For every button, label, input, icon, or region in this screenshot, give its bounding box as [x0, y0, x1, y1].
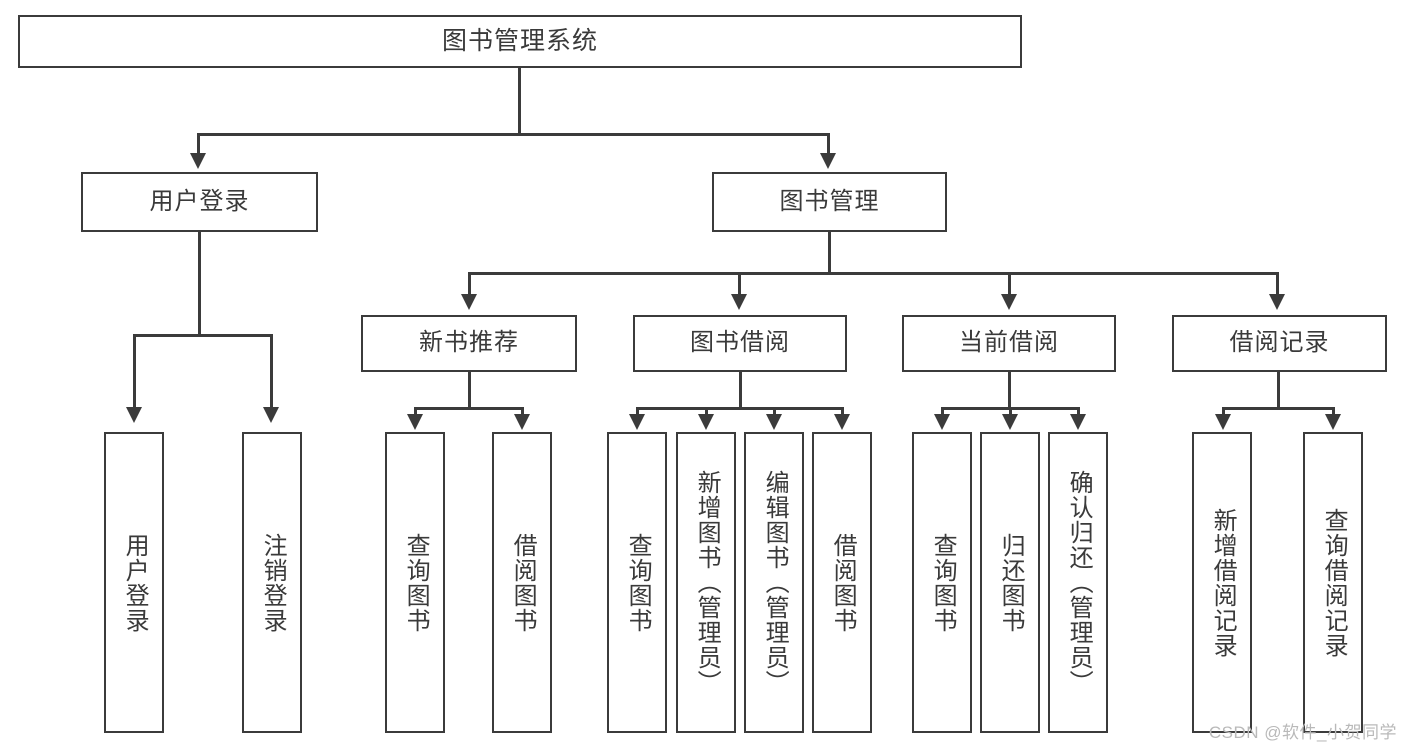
connector-borrow-record-drop-2 — [1332, 407, 1335, 419]
leaf-label: 借阅图书 — [829, 532, 857, 633]
leaf-label: 查询图书 — [929, 532, 957, 633]
arrowhead-leaf-user-login-1 — [126, 407, 142, 423]
node-root-system[interactable]: 图书管理系统 — [18, 15, 1022, 68]
leaf-user-login-2[interactable]: 注销登录 — [242, 432, 302, 733]
arrowhead-leaf-user-login-2 — [263, 407, 279, 423]
leaf-book-borrow-4[interactable]: 借阅图书 — [812, 432, 872, 733]
node-label: 图书借阅 — [690, 329, 790, 357]
leaf-book-borrow-2[interactable]: 新增图书（管理员） — [676, 432, 736, 733]
arrowhead-leaf-book-borrow-4 — [834, 414, 850, 430]
leaf-book-borrow-1[interactable]: 查询图书 — [607, 432, 667, 733]
node-label: 新书推荐 — [419, 329, 519, 357]
leaf-label: 注销登录 — [259, 532, 287, 633]
leaf-label: 查询借阅记录 — [1320, 507, 1348, 658]
arrowhead-leaf-current-borrow-2 — [1002, 414, 1018, 430]
node-user-login[interactable]: 用户登录 — [81, 172, 318, 232]
connector-new-book-rec-bar — [414, 407, 524, 410]
connector-new-book-rec-stem — [468, 372, 471, 410]
arrowhead-current-borrow — [1001, 294, 1017, 310]
node-label: 图书管理系统 — [441, 26, 598, 55]
connector-borrow-record-stem — [1277, 372, 1280, 410]
connector-book-borrow-drop-2 — [705, 407, 708, 419]
arrowhead-leaf-borrow-record-2 — [1325, 414, 1341, 430]
leaf-label: 新增图书（管理员） — [693, 470, 721, 695]
node-label: 图书管理 — [779, 187, 880, 215]
leaf-current-borrow-3[interactable]: 确认归还（管理员） — [1048, 432, 1108, 733]
leaf-label: 新增借阅记录 — [1209, 507, 1237, 658]
leaf-borrow-record-2[interactable]: 查询借阅记录 — [1303, 432, 1363, 733]
arrowhead-user-login — [190, 153, 206, 169]
connector-book-borrow-drop-3 — [773, 407, 776, 419]
connector-user-login-stem — [198, 232, 201, 336]
arrowhead-leaf-new-book-rec-1 — [407, 414, 423, 430]
leaf-label: 确认归还（管理员） — [1065, 470, 1093, 695]
arrowhead-leaf-book-borrow-3 — [766, 414, 782, 430]
node-current-borrow[interactable]: 当前借阅 — [902, 315, 1116, 372]
connector-book-borrow-stem — [739, 372, 742, 410]
connector-book-borrow-drop-4 — [841, 407, 844, 419]
connector-root-stem — [518, 68, 521, 134]
leaf-label: 查询图书 — [402, 532, 430, 633]
leaf-label: 编辑图书（管理员） — [761, 470, 789, 695]
connector-to-book-manage — [827, 133, 830, 156]
connector-book-manage-stem — [828, 232, 831, 274]
connector-to-book-borrow — [738, 272, 741, 297]
connector-user-login-drop-1 — [133, 334, 136, 410]
leaf-current-borrow-2[interactable]: 归还图书 — [980, 432, 1040, 733]
connector-current-borrow-drop-2 — [1009, 407, 1012, 419]
node-label: 借阅记录 — [1229, 329, 1330, 357]
leaf-label: 用户登录 — [121, 532, 149, 633]
connector-current-borrow-drop-1 — [941, 407, 944, 419]
connector-to-user-login — [197, 133, 200, 156]
arrowhead-borrow-record — [1269, 294, 1285, 310]
leaf-label: 查询图书 — [624, 532, 652, 633]
connector-to-current-borrow — [1008, 272, 1011, 297]
arrowhead-new-book-rec — [461, 294, 477, 310]
connector-level3-bar — [468, 272, 1279, 275]
node-new-book-rec[interactable]: 新书推荐 — [361, 315, 577, 372]
connector-current-borrow-stem — [1008, 372, 1011, 410]
connector-borrow-record-drop-1 — [1222, 407, 1225, 419]
connector-new-book-rec-drop-1 — [414, 407, 417, 419]
leaf-label: 借阅图书 — [509, 532, 537, 633]
connector-user-login-bar — [133, 334, 273, 337]
node-label: 当前借阅 — [959, 329, 1059, 357]
connector-book-borrow-bar — [636, 407, 844, 410]
connector-new-book-rec-drop-2 — [521, 407, 524, 419]
arrowhead-leaf-current-borrow-1 — [934, 414, 950, 430]
arrowhead-leaf-book-borrow-1 — [629, 414, 645, 430]
node-book-manage[interactable]: 图书管理 — [712, 172, 947, 232]
arrowhead-book-borrow — [731, 294, 747, 310]
arrowhead-leaf-book-borrow-2 — [698, 414, 714, 430]
connector-current-borrow-drop-3 — [1077, 407, 1080, 419]
arrowhead-book-manage — [820, 153, 836, 169]
leaf-new-book-rec-1[interactable]: 查询图书 — [385, 432, 445, 733]
connector-level2-bar — [197, 133, 830, 136]
leaf-book-borrow-3[interactable]: 编辑图书（管理员） — [744, 432, 804, 733]
csdn-watermark: CSDN @软件_小贺同学 — [1208, 723, 1397, 742]
connector-to-new-book-rec — [468, 272, 471, 297]
connector-book-borrow-drop-1 — [636, 407, 639, 419]
connector-borrow-record-bar — [1222, 407, 1335, 410]
leaf-user-login-1[interactable]: 用户登录 — [104, 432, 164, 733]
leaf-current-borrow-1[interactable]: 查询图书 — [912, 432, 972, 733]
leaf-new-book-rec-2[interactable]: 借阅图书 — [492, 432, 552, 733]
connector-user-login-drop-2 — [270, 334, 273, 410]
node-borrow-record[interactable]: 借阅记录 — [1172, 315, 1387, 372]
arrowhead-leaf-new-book-rec-2 — [514, 414, 530, 430]
connector-to-borrow-record — [1276, 272, 1279, 297]
node-label: 用户登录 — [149, 187, 250, 215]
node-book-borrow[interactable]: 图书借阅 — [633, 315, 847, 372]
leaf-label: 归还图书 — [997, 532, 1025, 633]
leaf-borrow-record-1[interactable]: 新增借阅记录 — [1192, 432, 1252, 733]
arrowhead-leaf-borrow-record-1 — [1215, 414, 1231, 430]
arrowhead-leaf-current-borrow-3 — [1070, 414, 1086, 430]
